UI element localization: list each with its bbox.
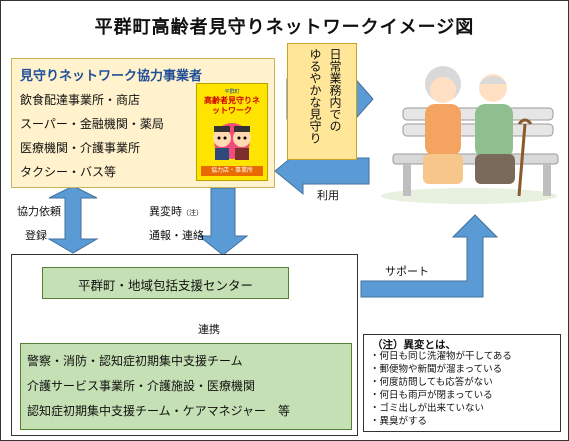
watch-text-col: 日常業務内での (328, 48, 342, 132)
note-item: ・ゴミ出しが出来ていない (370, 403, 485, 414)
support-arrow (360, 214, 499, 298)
support-label: サポート (385, 265, 429, 278)
org-item: 認知症初期集中支援チーム・ケアマネジャー 等 (27, 404, 291, 418)
request-double-arrow (47, 185, 99, 254)
support-center-name: 平群町・地域包括支援センター (77, 278, 253, 293)
anomaly-note-box: （注）異変とは、 ・何日も同じ洗濯物が干してある ・郵便物や新聞が溜まっている … (363, 334, 561, 432)
partner-orgs-box: 警察・消防・認知症初期集中支援チーム 介護サービス事業所・介護施設・医療機関 認… (20, 343, 352, 430)
coop-item: 飲食配達事業所・商店 (20, 93, 141, 107)
anomaly-label: 異変時（注） (149, 203, 203, 219)
watch-text-col: ゆるやかな見守り (308, 48, 322, 144)
report-label: 通報・連絡 (149, 229, 204, 242)
note-marker: （注） (182, 209, 203, 217)
poster-town: 平群町 (224, 89, 240, 95)
anomaly-text: 異変時 (149, 205, 182, 218)
request-label: 協力依頼 (17, 205, 61, 218)
poster-headline: 高齢者見守りネットワーク (204, 96, 260, 115)
network-poster: 平群町 高齢者見守りネットワーク 協力店・事業所 (196, 83, 268, 181)
note-item: ・何日も雨戸が閉まっている (370, 390, 493, 401)
coop-title: 見守りネットワーク協力事業者 (20, 69, 203, 84)
org-item: 警察・消防・認知症初期集中支援チーム (27, 354, 243, 368)
coop-item: タクシー・バス等 (20, 165, 117, 179)
register-label: 登録 (25, 229, 47, 242)
use-label: 利用 (317, 189, 339, 202)
elderly-couple-illustration (381, 66, 559, 204)
gentle-watch-box: 日常業務内での ゆるやかな見守り (287, 43, 357, 160)
note-title: （注）異変とは、 (372, 339, 456, 351)
report-arrow (197, 187, 249, 256)
support-center-box: 平群町・地域包括支援センター (42, 267, 289, 299)
poster-footer: 協力店・事業所 (201, 166, 263, 176)
coop-item: 医療機関・介護事業所 (20, 141, 141, 155)
note-item: ・何度訪問しても応答がない (370, 377, 493, 388)
diagram-title: 平群町高齢者見守りネットワークイメージ図 (94, 17, 475, 38)
link-label: 連携 (198, 323, 220, 336)
note-item: ・異臭がする (370, 416, 428, 427)
note-item: ・何日も同じ洗濯物が干してある (370, 351, 512, 362)
org-item: 介護サービス事業所・介護施設・医療機関 (27, 379, 256, 393)
support-center-group: 平群町・地域包括支援センター 連携 警察・消防・認知症初期集中支援チーム 介護サ… (11, 254, 358, 436)
note-item: ・郵便物や新聞が溜まっている (370, 364, 503, 375)
coop-item: スーパー・金融機関・薬局 (20, 117, 164, 131)
mascot-icon (213, 123, 251, 160)
